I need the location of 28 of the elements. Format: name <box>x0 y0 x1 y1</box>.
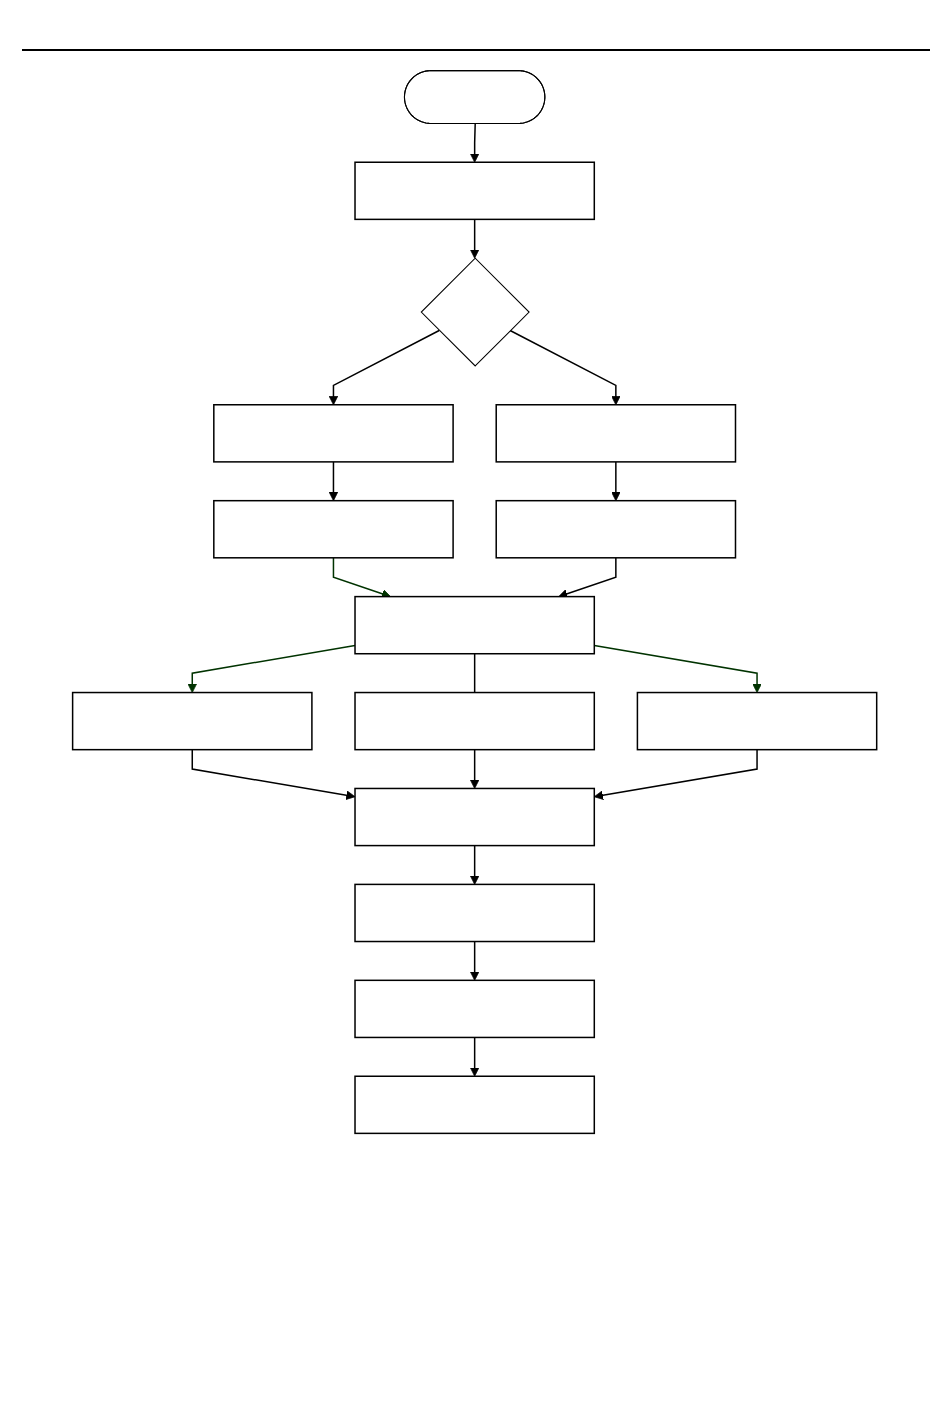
process-box <box>637 691 878 751</box>
process-box <box>354 979 596 1039</box>
arrow <box>470 748 480 789</box>
arrow <box>470 123 480 163</box>
start-terminal <box>404 70 546 124</box>
arrow <box>329 461 339 502</box>
process-box <box>354 787 596 847</box>
process-box <box>354 161 596 221</box>
process-box <box>213 404 455 463</box>
process-box <box>354 595 596 655</box>
arrow <box>191 748 356 800</box>
arrow <box>470 940 480 981</box>
process-box <box>354 883 596 943</box>
connector-line <box>474 653 476 694</box>
process-box <box>495 499 737 559</box>
arrow <box>470 844 480 885</box>
process-box <box>354 691 596 751</box>
process-box <box>213 499 455 559</box>
process-box <box>495 404 737 463</box>
process-box <box>354 1075 596 1135</box>
process-box <box>72 691 313 751</box>
arrow <box>470 218 480 259</box>
arrow <box>329 329 441 406</box>
decision-diamond <box>420 257 531 367</box>
arrow <box>509 329 621 406</box>
arrow <box>594 748 759 800</box>
arrow <box>611 461 621 502</box>
arrow <box>470 1036 480 1077</box>
